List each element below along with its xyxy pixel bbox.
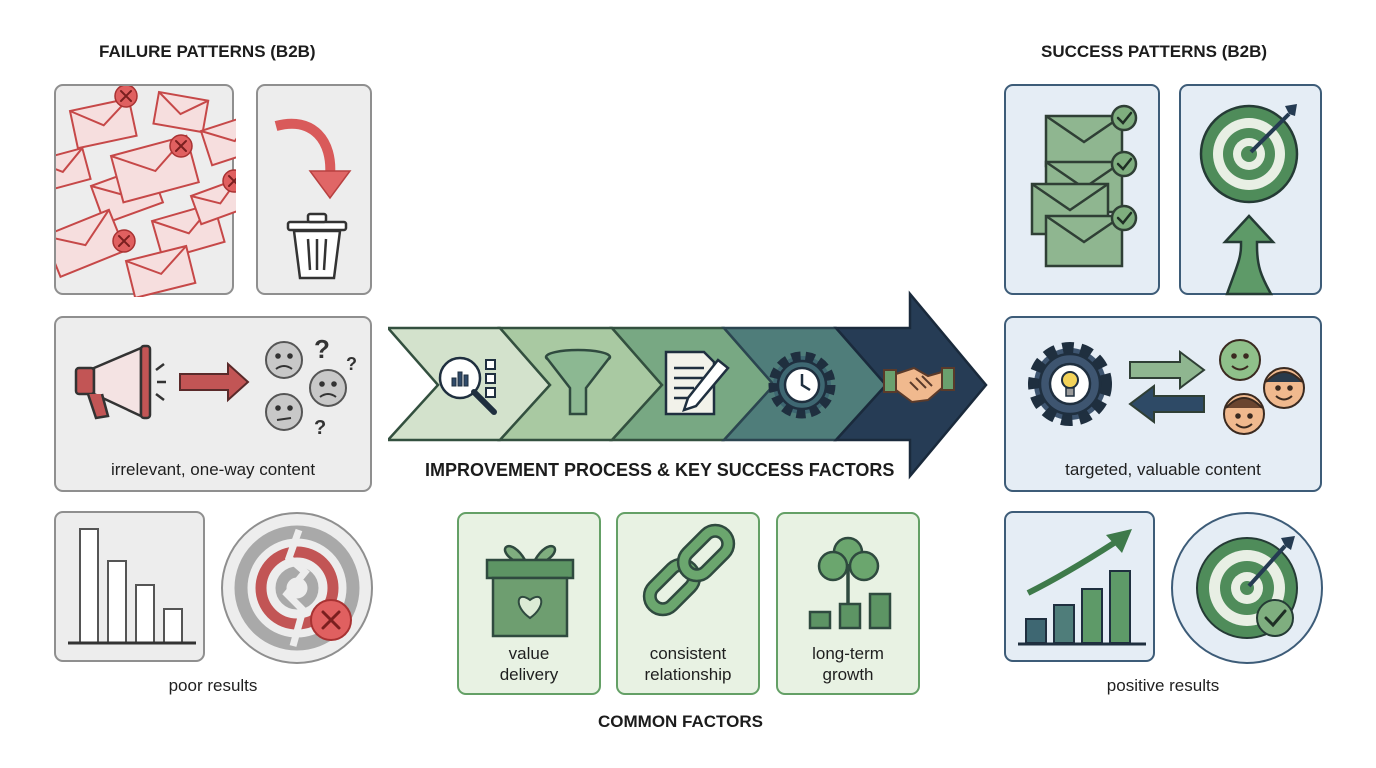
curved-down-arrow-icon — [274, 118, 336, 177]
svg-text:?: ? — [346, 354, 357, 374]
targeted-envelopes-panel — [1004, 84, 1160, 295]
failure-results-caption: poor results — [168, 676, 258, 695]
long-term-growth-line1: long-term — [812, 644, 884, 663]
target-up-panel — [1179, 84, 1322, 296]
value-delivery-line2: delivery — [499, 665, 559, 684]
success-patterns-title: SUCCESS PATTERNS (B2B) — [1041, 42, 1268, 61]
gear-bulb-icon — [1028, 342, 1112, 426]
envelope-x-icon — [56, 86, 236, 297]
confused-face-icon — [265, 341, 347, 431]
improvement-process-title: IMPROVEMENT PROCESS & KEY SUCCESS FACTOR… — [425, 460, 895, 480]
success-results-caption: positive results — [1106, 676, 1220, 695]
document-edit-icon — [664, 350, 730, 416]
common-factors-title: COMMON FACTORS — [598, 712, 763, 731]
failure-content-caption: irrelevant, one-way content — [110, 460, 316, 479]
one-way-content-panel: ? ? ? irrelevant, one-way content — [54, 316, 372, 492]
target-check-icon — [1171, 512, 1323, 664]
envelope-check-icon — [1030, 104, 1138, 268]
trash-icon — [286, 212, 348, 280]
gift-heart-icon — [485, 544, 575, 638]
right-arrow-icon — [179, 361, 250, 403]
svg-text:?: ? — [314, 334, 330, 364]
value-delivery-line1: value — [508, 644, 550, 663]
targeted-content-panel: targeted, valuable content — [1004, 316, 1322, 492]
growth-chart-panel — [1004, 511, 1155, 662]
common-factor-value-delivery: value delivery — [457, 512, 601, 695]
declining-bars-panel — [54, 511, 205, 662]
target-up-icon — [1199, 104, 1299, 296]
gear-clock-icon — [768, 351, 836, 419]
failure-patterns-title: FAILURE PATTERNS (B2B) — [99, 42, 316, 61]
consistent-relationship-line1: consistent — [649, 644, 727, 663]
megaphone-icon — [74, 344, 166, 420]
improvement-process-arrow — [388, 290, 988, 480]
growth-chart-icon — [1018, 529, 1146, 646]
broken-target-icon — [221, 512, 373, 664]
analysis-icon — [438, 356, 497, 415]
smiling-faces-icon — [1219, 339, 1305, 435]
funnel-icon — [544, 348, 612, 416]
success-content-caption: targeted, valuable content — [1065, 460, 1261, 479]
trash-panel — [256, 84, 372, 295]
consistent-relationship-line2: relationship — [644, 665, 732, 684]
exchange-arrows-icon — [1128, 350, 1206, 424]
svg-text:?: ? — [314, 417, 326, 439]
tree-growth-icon — [808, 536, 892, 630]
chain-link-icon — [642, 523, 736, 617]
spam-envelopes-panel — [54, 84, 236, 297]
common-factor-long-term-growth: long-term growth — [776, 512, 920, 695]
common-factor-consistent-relationship: consistent relationship — [616, 512, 760, 695]
declining-bars-icon — [68, 528, 196, 645]
long-term-growth-line2: growth — [822, 665, 874, 684]
handshake-icon — [883, 366, 955, 404]
